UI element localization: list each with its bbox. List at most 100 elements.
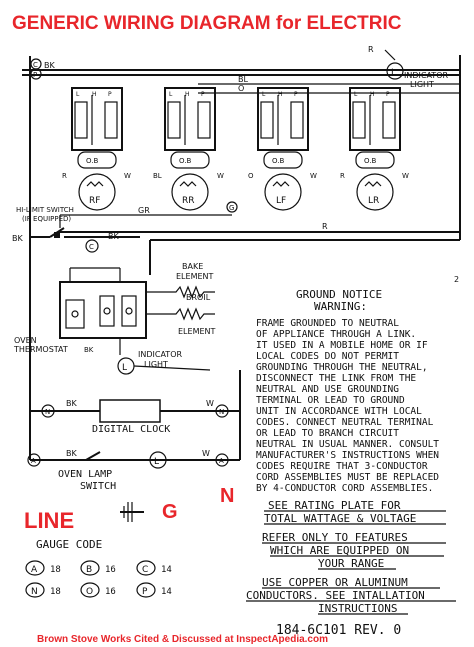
svg-text:W: W [310,172,317,180]
svg-text:OVEN LAMP: OVEN LAMP [58,469,112,480]
label-g: G [162,501,178,523]
rating-note: SEE RATING PLATE FOR TOTAL WATTAGE & VOL… [264,499,446,525]
svg-text:P: P [201,91,205,98]
broil-element: BROIL ELEMENT [146,293,216,336]
svg-text:L: L [154,457,159,467]
svg-text:C: C [142,565,148,575]
svg-text:18: 18 [50,587,61,597]
wire-label-o: O [238,84,244,93]
burner-rr: L H P O.B RR BL W [153,87,224,211]
svg-text:O.B: O.B [364,157,376,165]
gauge-code-title: GAUGE CODE [36,538,102,551]
svg-text:REFER ONLY TO FEATURES: REFER ONLY TO FEATURES [262,531,408,544]
wire-label-bk: BK [44,61,55,70]
svg-text:INDICATOR: INDICATOR [138,350,182,359]
bake-element: BAKE ELEMENT [146,262,215,299]
svg-text:H: H [370,91,375,98]
diagram-title: GENERIC WIRING DIAGRAM for ELECTRIC [12,13,402,34]
svg-text:P: P [386,91,390,98]
svg-text:O: O [86,587,93,597]
conductor-note: USE COPPER OR ALUMINUM CONDUCTORS. SEE I… [246,576,456,615]
svg-text:UNIT IN ACCORDANCE WITH LOCAL: UNIT IN ACCORDANCE WITH LOCAL [256,406,422,417]
svg-text:BY 4-CONDUCTOR CORD ASSEMBLIES: BY 4-CONDUCTOR CORD ASSEMBLIES. [256,483,433,494]
wire-label-bl: BL [238,75,248,84]
svg-text:G: G [229,204,234,212]
svg-text:W: W [206,399,214,408]
svg-text:O.B: O.B [86,157,98,165]
svg-text:16: 16 [105,565,116,575]
svg-text:NEUTRAL IN USUAL MANNER. CONSU: NEUTRAL IN USUAL MANNER. CONSULT [256,439,439,450]
svg-text:BK: BK [66,449,77,458]
svg-text:H: H [92,91,97,98]
svg-text:16: 16 [105,587,116,597]
terminal-c-top: C P [30,58,42,80]
svg-text:CONDUCTORS. SEE INTALLATION: CONDUCTORS. SEE INTALLATION [246,589,425,602]
svg-text:WHICH ARE EQUIPPED ON: WHICH ARE EQUIPPED ON [270,544,409,557]
corner-mark: 2 [454,275,459,284]
svg-text:USE COPPER OR ALUMINUM: USE COPPER OR ALUMINUM [262,576,408,589]
svg-text:N: N [219,408,224,416]
svg-text:W: W [217,172,224,180]
ground-wire: G GR [59,201,238,228]
svg-text:WARNING:: WARNING: [314,300,367,313]
svg-text:CORD ASSEMBLIES MUST BE REPLAC: CORD ASSEMBLIES MUST BE REPLACED [256,472,439,483]
svg-text:L: L [122,363,127,373]
ground-terminal-symbol [120,502,144,522]
svg-text:INSTRUCTIONS: INSTRUCTIONS [318,602,397,615]
ground-notice: GROUND NOTICE WARNING: FRAME GROUNDED TO… [256,288,439,494]
svg-text:RF: RF [89,196,100,206]
svg-text:R: R [340,172,345,180]
svg-text:FRAME GROUNDED TO NEUTRAL: FRAME GROUNDED TO NEUTRAL [256,318,399,329]
svg-text:L: L [169,91,173,98]
svg-text:N: N [31,587,38,597]
svg-text:R: R [62,172,67,180]
indicator-light-oven: L INDICATOR LIGHT [117,338,211,375]
mid-r-wire: R [60,222,460,275]
svg-text:SWITCH: SWITCH [80,481,116,492]
svg-text:GR: GR [138,206,150,215]
svg-text:BK: BK [108,232,119,241]
svg-text:ELEMENT: ELEMENT [176,272,214,281]
label-line: LINE [24,508,74,533]
wire-label-r: R [368,45,374,54]
svg-text:BAKE: BAKE [182,262,203,271]
oven-thermostat: OVEN THERMOSTAT BK [13,267,147,354]
svg-text:BL: BL [153,172,162,180]
svg-text:P: P [33,71,37,79]
svg-text:BK: BK [12,234,23,243]
svg-text:14: 14 [161,587,172,597]
svg-text:N: N [45,408,50,416]
svg-text:C: C [33,61,38,69]
svg-text:BK: BK [84,346,94,354]
svg-text:THERMOSTAT: THERMOSTAT [13,345,68,354]
svg-text:LOCAL CODES DO NOT PERMIT: LOCAL CODES DO NOT PERMIT [256,351,399,362]
svg-text:CODES REQUIRE THAT 3-CONDUCTOR: CODES REQUIRE THAT 3-CONDUCTOR [256,461,428,472]
svg-text:BK: BK [66,399,77,408]
hi-limit-switch: HI-LIMIT SWITCH (IF EQUIPPED) BK C BK [12,206,140,253]
label-n: N [220,485,234,507]
refer-note: REFER ONLY TO FEATURES WHICH ARE EQUIPPE… [262,531,446,570]
svg-text:GROUNDING THROUGH THE NEUTRAL,: GROUNDING THROUGH THE NEUTRAL, [256,362,428,373]
svg-text:A: A [31,565,38,575]
svg-text:TOTAL WATTAGE & VOLTAGE: TOTAL WATTAGE & VOLTAGE [264,512,416,525]
svg-text:W: W [202,449,210,458]
svg-text:OF APPLIANCE THROUGH A LINK.: OF APPLIANCE THROUGH A LINK. [256,329,416,340]
part-number: 184-6C101 REV. 0 [276,623,401,638]
svg-text:W: W [124,172,131,180]
svg-text:P: P [108,91,112,98]
svg-text:A: A [219,457,224,465]
svg-text:LIGHT: LIGHT [410,80,434,89]
svg-text:P: P [294,91,298,98]
svg-text:P: P [142,587,148,597]
svg-text:O.B: O.B [272,157,284,165]
svg-text:OVEN: OVEN [14,336,37,345]
svg-text:LR: LR [368,196,379,206]
svg-text:L: L [391,68,396,78]
svg-text:MANUFACTURER'S INSTRUCTIONS WH: MANUFACTURER'S INSTRUCTIONS WHEN [256,450,439,461]
burner-rf: L H P O.B RF R W [62,87,131,211]
burner-lr: L H P O.B LR R W [340,87,409,211]
svg-text:HI-LIMIT SWITCH: HI-LIMIT SWITCH [16,206,74,214]
burner-lf: L H P O.B LF O W [248,87,317,211]
gauge-code-table: A 18 B 16 C 14 N 18 O 16 P 14 [25,560,172,598]
svg-text:H: H [185,91,190,98]
